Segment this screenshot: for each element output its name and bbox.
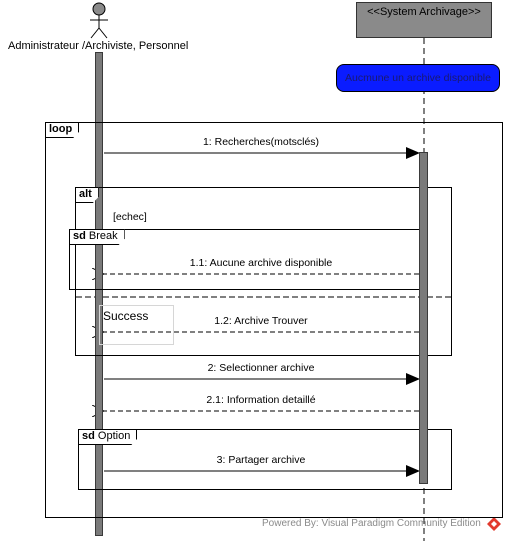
note-text: Aucmune un archive disponible <box>345 72 491 84</box>
message-label-2-1: 2.1: Information detaillé <box>206 394 316 406</box>
loop-frame[interactable]: loop <box>45 122 503 518</box>
alt-frame-tab: alt <box>75 187 99 203</box>
alt-frame[interactable]: alt <box>75 187 452 356</box>
actor-lifeline-bar <box>95 52 103 536</box>
actor-icon <box>90 2 108 39</box>
system-name: <<System Archivage>> <box>367 6 481 18</box>
visual-paradigm-logo-icon <box>487 517 501 531</box>
note[interactable]: Aucmune un archive disponible <box>336 64 500 92</box>
loop-frame-tab: loop <box>45 122 79 138</box>
message-label-1-2: 1.2: Archive Trouver <box>214 315 308 327</box>
message-label-3: 3: Partager archive <box>216 454 306 466</box>
break-frame-tab: sd Break <box>69 229 125 245</box>
success-fragment[interactable]: Success <box>99 305 174 345</box>
system-activation-bar <box>419 152 428 484</box>
break-frame[interactable]: sd Break <box>69 229 428 290</box>
message-label-2: 2: Selectionner archive <box>207 362 315 374</box>
alt-guard: [echec] <box>113 211 147 223</box>
system-lifeline-head[interactable]: <<System Archivage>> <box>356 2 492 38</box>
footer-credit: Powered By: Visual Paradigm Community Ed… <box>262 518 481 529</box>
actor-label: Administrateur /Archiviste, Personnel <box>8 40 189 52</box>
message-label-1: 1: Recherches(motsclés) <box>202 136 320 148</box>
message-label-1-1: 1.1: Aucune archive disponible <box>189 257 333 269</box>
option-frame[interactable]: sd Option <box>78 429 452 490</box>
success-label: Success <box>103 309 149 323</box>
option-frame-tab: sd Option <box>78 429 137 445</box>
